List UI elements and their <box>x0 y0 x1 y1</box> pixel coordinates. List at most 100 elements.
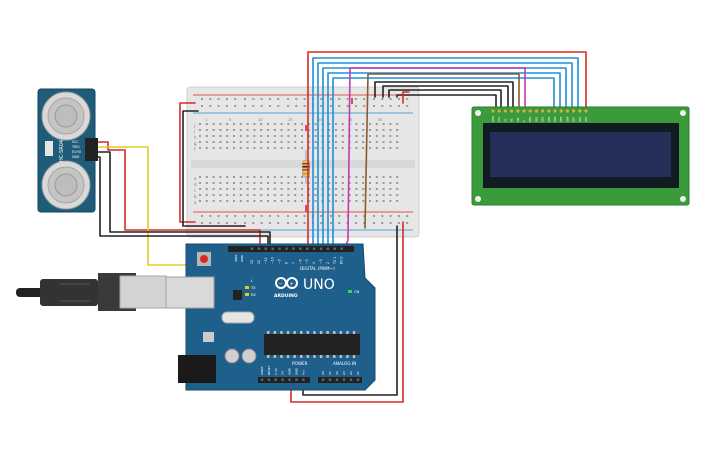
rail-hole[interactable] <box>338 105 341 107</box>
breadboard-hole[interactable] <box>199 141 201 143</box>
rail-hole[interactable] <box>406 215 409 217</box>
breadboard-hole[interactable] <box>396 147 399 149</box>
breadboard-hole[interactable] <box>389 123 392 125</box>
breadboard-hole[interactable] <box>348 188 351 190</box>
breadboard-hole[interactable] <box>301 135 303 137</box>
breadboard-hole[interactable] <box>246 176 249 178</box>
breadboard-hole[interactable] <box>341 188 344 190</box>
breadboard-hole[interactable] <box>396 129 399 131</box>
breadboard-hole[interactable] <box>382 147 385 149</box>
breadboard-hole[interactable] <box>369 135 371 137</box>
breadboard-hole[interactable] <box>335 194 337 196</box>
breadboard-hole[interactable] <box>233 200 235 202</box>
rail-hole[interactable] <box>217 98 220 100</box>
breadboard-hole[interactable] <box>287 200 290 202</box>
rail-hole[interactable] <box>320 98 323 100</box>
breadboard-hole[interactable] <box>355 141 358 143</box>
breadboard-hole[interactable] <box>226 123 229 125</box>
breadboard-hole[interactable] <box>273 123 276 125</box>
breadboard-hole[interactable] <box>253 182 256 184</box>
rail-hole[interactable] <box>234 105 237 107</box>
digital-pin-socket[interactable] <box>264 247 267 250</box>
breadboard-hole[interactable] <box>294 123 297 125</box>
breadboard-hole[interactable] <box>246 194 249 196</box>
analog-pin-socket[interactable] <box>335 378 339 381</box>
rail-hole[interactable] <box>201 222 203 224</box>
rail-hole[interactable] <box>295 105 298 107</box>
breadboard-hole[interactable] <box>253 147 256 149</box>
breadboard-hole[interactable] <box>301 141 303 143</box>
breadboard-hole[interactable] <box>280 135 283 137</box>
breadboard-hole[interactable] <box>341 194 344 196</box>
wire-lcd-rw[interactable] <box>364 73 520 229</box>
breadboard-hole[interactable] <box>348 194 351 196</box>
breadboard-hole[interactable] <box>396 176 399 178</box>
breadboard-hole[interactable] <box>314 123 317 125</box>
breadboard-hole[interactable] <box>205 194 208 196</box>
breadboard-hole[interactable] <box>341 141 344 143</box>
breadboard-hole[interactable] <box>212 194 215 196</box>
breadboard-hole[interactable] <box>369 141 371 143</box>
digital-pin-socket[interactable] <box>326 247 330 250</box>
breadboard-hole[interactable] <box>396 135 399 137</box>
rail-hole[interactable] <box>252 98 255 100</box>
breadboard-hole[interactable] <box>375 176 378 178</box>
breadboard-hole[interactable] <box>239 182 242 184</box>
breadboard-hole[interactable] <box>362 147 365 149</box>
breadboard-hole[interactable] <box>267 200 269 202</box>
breadboard-hole[interactable] <box>314 141 317 143</box>
breadboard-hole[interactable] <box>239 188 242 190</box>
breadboard-hole[interactable] <box>273 200 276 202</box>
breadboard-hole[interactable] <box>355 182 358 184</box>
rail-hole[interactable] <box>303 215 306 217</box>
rail-hole[interactable] <box>268 105 271 107</box>
breadboard-hole[interactable] <box>328 176 331 178</box>
breadboard-hole[interactable] <box>260 188 263 190</box>
rail-hole[interactable] <box>234 98 237 100</box>
wire-lcd-e[interactable] <box>312 57 579 251</box>
breadboard-hole[interactable] <box>226 129 229 131</box>
breadboard-hole[interactable] <box>382 123 385 125</box>
breadboard-hole[interactable] <box>335 129 337 131</box>
breadboard-hole[interactable] <box>199 200 201 202</box>
breadboard-hole[interactable] <box>301 194 303 196</box>
wire-rail-red-left[interactable] <box>179 102 196 223</box>
breadboard-hole[interactable] <box>199 147 201 149</box>
rail-hole[interactable] <box>363 105 366 107</box>
rail-hole[interactable] <box>363 222 366 224</box>
breadboard-hole[interactable] <box>294 188 297 190</box>
rail-hole[interactable] <box>363 215 366 217</box>
rail-hole[interactable] <box>406 98 409 100</box>
breadboard-hole[interactable] <box>205 129 208 131</box>
breadboard-hole[interactable] <box>219 194 222 196</box>
breadboard-hole[interactable] <box>341 135 344 137</box>
breadboard-hole[interactable] <box>287 176 290 178</box>
digital-pin-socket[interactable] <box>278 247 281 250</box>
breadboard-hole[interactable] <box>314 200 317 202</box>
rail-hole[interactable] <box>252 215 255 217</box>
rail-hole[interactable] <box>373 105 375 107</box>
breadboard-hole[interactable] <box>301 129 303 131</box>
rail-hole[interactable] <box>373 98 375 100</box>
rail-hole[interactable] <box>303 105 306 107</box>
breadboard-hole[interactable] <box>375 194 378 196</box>
rail-hole[interactable] <box>354 105 357 107</box>
breadboard-hole[interactable] <box>212 135 215 137</box>
breadboard-hole[interactable] <box>280 200 283 202</box>
breadboard-hole[interactable] <box>335 141 337 143</box>
breadboard-hole[interactable] <box>355 188 358 190</box>
breadboard-hole[interactable] <box>382 129 385 131</box>
breadboard-hole[interactable] <box>260 176 263 178</box>
wire-lcd-vcc[interactable] <box>374 81 514 109</box>
breadboard-hole[interactable] <box>246 129 249 131</box>
breadboard-hole[interactable] <box>212 182 215 184</box>
breadboard-hole[interactable] <box>246 141 249 143</box>
rail-hole[interactable] <box>260 215 263 217</box>
breadboard-hole[interactable] <box>280 176 283 178</box>
rail-hole[interactable] <box>303 222 306 224</box>
lcd-pin[interactable] <box>578 109 582 113</box>
breadboard-hole[interactable] <box>199 123 201 125</box>
breadboard-hole[interactable] <box>212 176 215 178</box>
breadboard-hole[interactable] <box>341 182 344 184</box>
breadboard-hole[interactable] <box>328 123 331 125</box>
